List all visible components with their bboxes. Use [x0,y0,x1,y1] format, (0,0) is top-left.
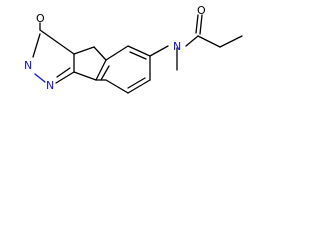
bond-c-ch2 [197,35,221,48]
bond-c4-c4a [56,41,75,55]
pyridazinone-ring [32,22,75,84]
bond-ar-3 [127,45,151,57]
bond-ar-5 [127,79,151,94]
atom-o-hydroxyl: O [36,12,45,25]
chemical-structure: O N N N O [24,4,243,94]
atom-n-amide: N [173,40,181,53]
bond-ar-3-inner [129,51,147,60]
bond-c9a-c9b [73,71,97,81]
bond-c-o [195,14,199,34]
bond-ar-n [149,45,169,57]
atom-n-ring-1: N [46,79,54,92]
bond-n-carbonyl [185,35,199,47]
bond-c9b-n1-double [56,67,71,78]
bond-ch2-ch3 [219,35,243,48]
bond-c3-c4 [39,29,58,43]
bond-ar-6 [105,79,129,94]
bond-n1-n2 [34,73,46,83]
atom-n-ring-2: N [24,59,32,72]
atom-labels: O N N N O [24,4,206,92]
bond-ar-1-inner [100,65,110,81]
bond-ar-1 [95,59,107,81]
bond-n2-c3 [32,33,41,58]
bond-c4a-c5 [73,46,95,55]
bond-c-o-double [199,14,203,35]
bond-ar-5-inner [127,77,146,89]
cyclopentane-ring [73,46,107,81]
benzene-ring [95,45,151,94]
bond-c9b-n1 [55,71,75,84]
amide-substituent [149,14,243,71]
bond-c5-c5a [93,46,107,61]
bond-ar-2 [105,45,129,61]
atom-o-carbonyl: O [197,4,206,17]
